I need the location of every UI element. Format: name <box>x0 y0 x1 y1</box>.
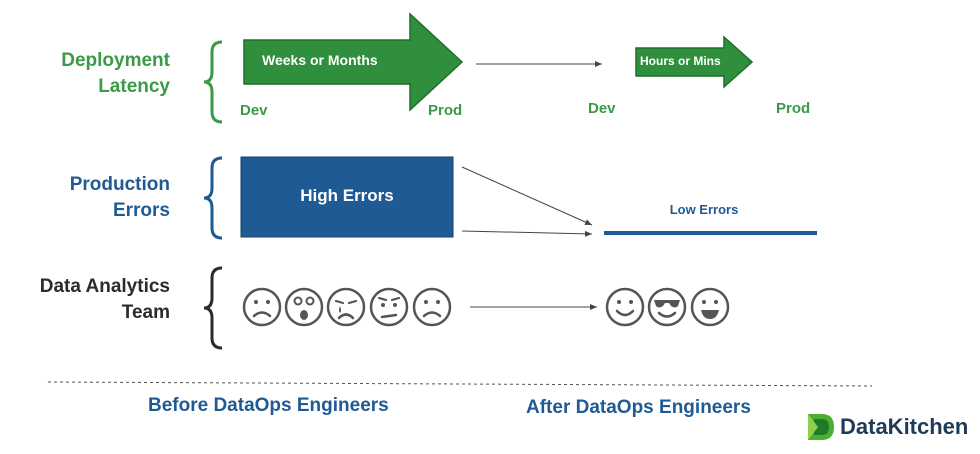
errors-connector-arrow-top <box>461 166 593 226</box>
latency-label-line1: Deployment <box>61 50 170 71</box>
after-prod-label: Prod <box>776 100 811 117</box>
divider-dashed-line <box>47 381 873 387</box>
latency-label-line2: Latency <box>98 76 170 97</box>
before-arrow-text: Weeks or Months <box>262 52 378 68</box>
low-errors-label: Low Errors <box>669 202 739 217</box>
errors-bracket <box>203 156 223 240</box>
team-row-label: Data Analytics Team <box>10 274 170 326</box>
grin-face-icon <box>690 287 730 327</box>
crying-face-icon <box>326 287 366 327</box>
after-dev-label: Dev <box>588 100 616 117</box>
shocked-face-icon <box>284 287 324 327</box>
datakitchen-logo-text: DataKitchen <box>840 414 969 439</box>
team-bracket <box>203 266 223 350</box>
low-errors-bar <box>604 231 817 235</box>
smile-face-icon <box>605 287 645 327</box>
datakitchen-logo-icon <box>808 414 834 440</box>
before-prod-label: Prod <box>428 102 463 119</box>
errors-label-line2: Errors <box>112 200 170 221</box>
before-latency-arrow <box>243 12 464 112</box>
before-footer-label: Before DataOps Engineers <box>148 395 389 416</box>
frown-face-icon <box>412 287 452 327</box>
high-errors-box <box>240 156 454 238</box>
frown-face-icon <box>242 287 282 327</box>
errors-connector-arrow-bottom <box>461 230 593 237</box>
after-arrow-text: Hours or Mins <box>640 54 721 68</box>
after-latency-arrow <box>635 35 754 89</box>
team-label-line1: Data Analytics <box>39 276 170 297</box>
latency-bracket <box>203 40 223 124</box>
latency-row-label: Deployment Latency <box>10 48 170 100</box>
before-dev-label: Dev <box>240 102 268 119</box>
sunglasses-face-icon <box>647 287 687 327</box>
after-footer-label: After DataOps Engineers <box>526 397 751 418</box>
worried-face-icon <box>369 287 409 327</box>
high-errors-label: High Errors <box>300 186 394 205</box>
errors-row-label: Production Errors <box>10 172 170 224</box>
errors-label-line1: Production <box>69 174 170 195</box>
team-label-line2: Team <box>121 302 170 323</box>
